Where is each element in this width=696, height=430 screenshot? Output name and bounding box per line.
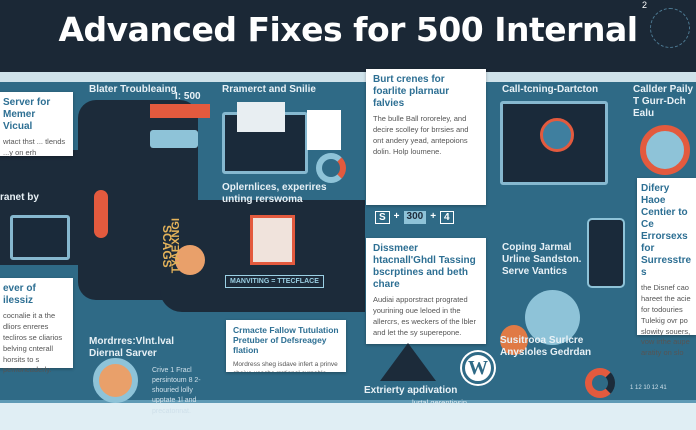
- formula-mid: 300: [403, 211, 427, 224]
- card-title: Difery Haoe Centier to Ce Errorsexs for …: [641, 183, 692, 278]
- label-calltening: Call-tcning-Dartcton: [502, 84, 599, 95]
- corner-mark: 2: [642, 0, 648, 10]
- calendar-icon: [250, 215, 295, 265]
- server-doc-icon: [307, 110, 341, 150]
- card-ever: ever of ilessiz cocnalie it a the dliors…: [0, 278, 73, 374]
- gauge-icon: [316, 153, 346, 183]
- wordpress-icon: W: [462, 352, 494, 384]
- error-code: I: 500: [175, 91, 201, 102]
- page-title: Advanced Fixes for 500 Internal: [58, 10, 638, 49]
- card-text: wtact thst ... tlends ...y on erh: [3, 137, 66, 157]
- card-title: Burt crenes for foarlite plarnaur falvie…: [373, 74, 450, 109]
- card-title: ever of ilessiz: [3, 283, 36, 306]
- card-text: the Disnef cao hareet the acie for todou…: [641, 283, 691, 358]
- refresh-icon: [585, 368, 615, 398]
- formula: S+ 300+ 4: [375, 211, 454, 224]
- label-ranet: ranet by: [0, 192, 39, 203]
- card-difery: Difery Haoe Centier to Ce Errorsexs for …: [637, 178, 696, 357]
- plus-sign: +: [393, 211, 400, 222]
- globe-icon: [525, 290, 580, 345]
- card-crmacte: Crmacte Fallow Tutulation Pretuber of De…: [226, 320, 346, 372]
- target-icon: [640, 125, 690, 175]
- label-exterierv: Extrierty apdivation: [364, 385, 458, 396]
- card-text: The bulle Ball rororeley, and decire sco…: [373, 114, 469, 156]
- footer-band: [0, 400, 696, 430]
- laptop-icon: [10, 215, 70, 260]
- tube-icon: [94, 190, 108, 238]
- tick-labels: 1 12 10 12 41: [630, 385, 667, 391]
- manviting-label: MANVITING = TTECFLACE: [225, 275, 324, 288]
- title-bar: [0, 0, 696, 72]
- gear-icon: [540, 118, 574, 152]
- plus-sign: +: [430, 211, 437, 222]
- label-blater: Blater Troubleaing: [89, 84, 177, 95]
- formula-left: S: [375, 211, 390, 224]
- exterierv-text: lurtal gerentiosin: [412, 398, 468, 407]
- tent-icon: [380, 343, 436, 381]
- label-rramerct: Rramerct and Snilie: [222, 84, 316, 95]
- card-title: Crmacte Fallow Tutulation Pretuber of De…: [233, 325, 339, 356]
- formula-right: 4: [440, 211, 454, 224]
- world-map-icon: [93, 358, 138, 403]
- card-text: Audiai apporstract prograted yourining o…: [373, 295, 476, 337]
- vertical-label: SCAGS: [160, 225, 174, 268]
- card-text: Mordress sheg isdave infert a prinve che…: [233, 360, 338, 372]
- card-dissmeer: Dissmeer htacnall'Ghdl Tassing bscrptine…: [366, 238, 486, 344]
- label-callder: Callder Paily T Gurr-Dch Ealu: [633, 84, 694, 119]
- card-server: Server for Memer Vicual wtact thst ... t…: [0, 92, 73, 157]
- vertical-label-2: TYAEXNGI: [170, 218, 182, 274]
- card-title: Server for Memer Vicual: [3, 97, 51, 132]
- card-text: cocnalie it a the dliors enreres tecliro…: [3, 311, 63, 375]
- mordress-text: Crive 1 Fracl persintoum 8 2-shouried lo…: [152, 367, 201, 415]
- doc-icon: [237, 102, 285, 132]
- label-mordress: Mordrres:Vlnt.lval Diernal Sarver: [89, 336, 175, 359]
- label-susitrooa: Susitrooa Surlcre Anysloles Gedrdan: [500, 335, 592, 358]
- divider: [0, 72, 696, 82]
- card-title: Dissmeer htacnall'Ghdl Tassing bscrptine…: [373, 243, 476, 290]
- label-oplernlices: Oplernlices, experires unting rerswoma: [222, 182, 327, 205]
- card-burt: Burt crenes for foarlite plarnaur falvie…: [366, 69, 486, 205]
- error-bar-icon: [150, 104, 210, 118]
- label-coping: Coping Jarmal Urline Sandston. Serve Van…: [502, 242, 582, 277]
- card-widget-icon: [150, 130, 198, 148]
- jar-icon: [500, 325, 528, 355]
- phone-icon: [587, 218, 625, 288]
- person-icon: [175, 245, 205, 275]
- decor-circle-icon: [650, 8, 690, 48]
